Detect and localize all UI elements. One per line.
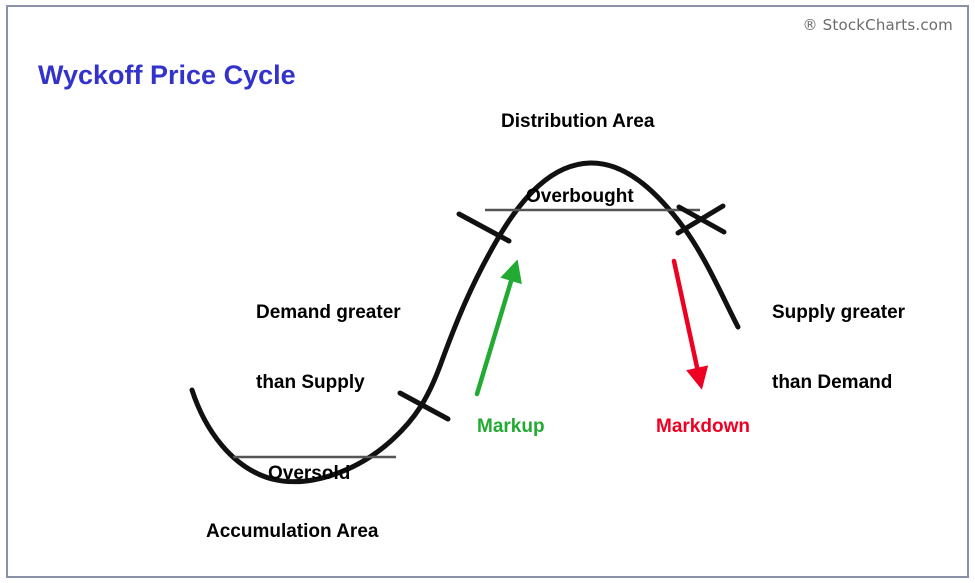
markdown-label: Markdown xyxy=(656,416,750,437)
markup-start-tick-icon xyxy=(397,390,451,422)
demand-line-2: than Supply xyxy=(256,371,365,393)
overbought-label: Overbought xyxy=(526,186,634,207)
supply-line-2: than Demand xyxy=(772,371,893,393)
accumulation-area-label: Accumulation Area xyxy=(206,521,379,542)
price-cycle-curve xyxy=(189,160,741,485)
markup-label: Markup xyxy=(477,416,545,437)
page-title: Wyckoff Price Cycle xyxy=(38,60,296,90)
markup-arrow-icon xyxy=(474,259,522,397)
markup-end-tick-icon xyxy=(456,211,512,244)
figure-border xyxy=(6,5,969,578)
demand-line-1: Demand greater xyxy=(256,302,401,324)
supply-line-1: Supply greater xyxy=(772,302,906,324)
supply-greater-label: Supply greater than Demand xyxy=(772,255,905,440)
markdown-arrow-icon xyxy=(671,258,709,390)
markdown-start-tick-cross-icon xyxy=(675,203,726,236)
demand-greater-label: Demand greater than Supply xyxy=(256,255,401,440)
oversold-label: Oversold xyxy=(268,463,351,484)
stockcharts-watermark: ® StockCharts.com xyxy=(802,16,953,34)
distribution-area-label: Distribution Area xyxy=(501,111,655,132)
